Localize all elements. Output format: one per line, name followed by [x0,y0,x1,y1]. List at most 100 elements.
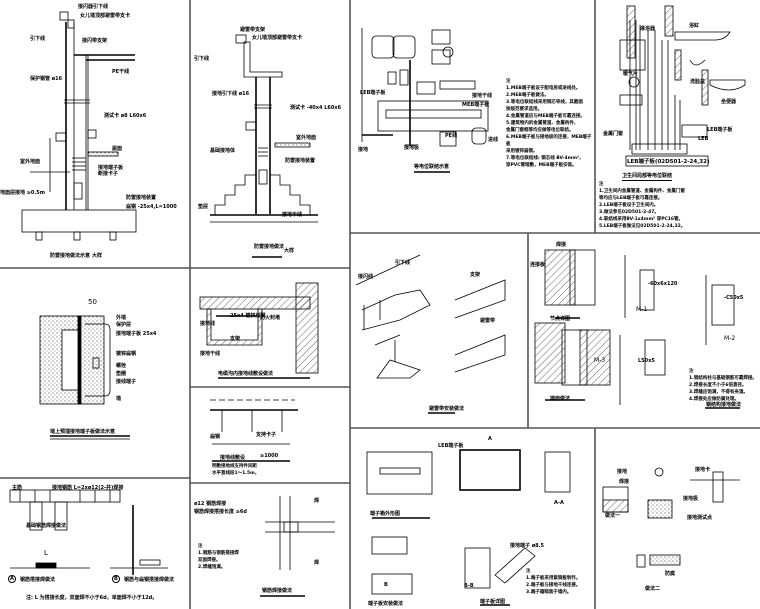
p13-label-1: 焊接 [619,479,630,485]
p5-label-6: 接线端子 [116,379,137,385]
panel-lightning-section-2: 避雷带支架 女儿墙顶部避雷带支卡 引下线 接地引下线 ø16 测试卡 -40x4… [190,0,350,268]
p1-label-10: 断接卡子 [98,171,119,177]
p12-label-6: 接地端子 ø8.5 [510,543,545,549]
p9-label-3: M-2 [724,335,736,342]
p11-label-1: 钢筋焊接搭接长度 ≥6d [194,509,247,515]
panel-equipotential-bonding: 接地 MEB端子板 LEB端子板 PE线 进线 接地干线 接地极 等电位联结示意… [350,0,595,233]
p1-label-9: 室外地面 [20,159,41,165]
p5-label-2: 接地端子板 25x4 [116,331,157,337]
p10-caption-top: 基础钢筋焊接做法 [26,523,67,529]
p10-dim-l: L [44,549,48,557]
p2-label-0: 避雷带支架 [240,27,266,33]
panel-rebar-details: 主筋 接地钢筋 L=2xø12(2-并)焊接 基础钢筋焊接做法 L A 钢筋搭接… [0,478,190,609]
p12-notes: 注 1.端子板采用紫铜板制作。 2.端子板与接地干线连接。 3.端子箱暗装于墙内… [526,568,580,596]
p1-label-11: 地面层接地 ≥0.5m [0,190,45,196]
panel-lightning-rod: 接闪线 引下线 支架 避雷带 避雷带安装做法 [350,233,528,428]
p10-detail-b: 钢筋与扁钢搭接焊做法 [124,577,175,583]
p6-title: 电缆沟内接地线敷设做法 [218,371,274,377]
p12-note-1: 2.端子板与接地干线连接。 [526,583,581,588]
p3-note-6: 金属门窗框等均应做等电位联结。 [506,128,574,133]
p3-note-3: 按规范要求选用。 [506,107,542,112]
p2-label-9: 接地干线 [282,212,303,218]
p13-label-0: 接地 [617,469,628,475]
p2-label-3: 接地引下线 ø16 [212,91,250,97]
p8-title: 避雷带安装做法 [429,406,465,412]
panel-terminal-plate: 50 外墙 保护层 接地端子板 25x4 镀锌扁钢 螺栓 垫圈 接线端子 墙 墙… [0,268,190,478]
p1-label-8: 接地端子板 [98,165,124,171]
p13-title-1: 做法二 [645,586,661,592]
p7-note-0: 明敷接地线支持件间距 [212,464,257,469]
p1-label-14: 扁钢 -25x4,L=1000 [126,204,177,210]
p3-note-8: 采用镀锌扁钢。 [506,149,538,154]
p10-detail-b-marker: B [112,575,120,583]
panel-test-points: 接地 焊接 接地卡 接地极 防腐 做法一 做法二 接地测试点 [595,428,760,609]
p9-title: 钢结构接地做法 [706,402,742,408]
p9-note-2: 3.焊缝应饱满，不得有夹渣。 [689,390,748,395]
p9-note-3: 4.焊接处应做防腐处理。 [689,397,739,402]
p1-scale: 大样 [92,253,103,259]
p9-caption-1: 墙面做法 [550,396,571,402]
p11-label-0: ø12 钢筋焊接 [194,501,227,507]
p10-rebar-details [9,489,168,575]
p4-label-8: LEB端子板 [707,127,733,133]
p5-label-3: 镀锌扁钢 [116,351,137,357]
p8-label-1: 引下线 [395,260,411,266]
p6-label-0: 接地线 [200,321,216,327]
p3-label-6: 接地干线 [472,93,493,99]
p9-steel-connection [534,249,740,409]
p3-note-4: 4.金属管道应与MEB端子板可靠连接。 [506,114,585,119]
p12-label-0: LEB端子板 [438,443,464,449]
p12-note-0: 1.端子板采用紫铜板制作。 [526,576,581,581]
p11-title: 钢筋焊接做法 [262,588,293,594]
p5-label-0: 外墙 [116,315,127,321]
p10-detail-a-marker: A [8,575,16,583]
p13-test-points [602,467,740,568]
p10-label-0: 主筋 [12,485,23,491]
p12-label-3: B [384,582,388,588]
p13-label-2: 接地卡 [695,467,711,473]
p4-label-3: 暖气片 [623,71,639,77]
p6-label-4: 接地干线 [200,351,221,357]
p1-label-5: PE干线 [112,69,130,75]
p7-label-0: 支持卡子 [256,432,277,438]
p4-notes-title: 注 [599,182,604,187]
p9-label-5: -60x6x120 [648,281,678,287]
p4-notes: 注 1.卫生间内金属管道、金属构件、金属门窗 等均应与LEB端子板可靠连接。 2… [599,181,759,230]
p4-label-4: 洗脸盆 [690,79,706,85]
p8-label-2: 支架 [470,272,481,278]
panel-cable-trench: 接地线 -25x4 镀锌扁钢 支架 防火封堵 接地干线 电缆沟内接地线敷设做法 [190,268,350,387]
p9-label-0: 连接板 [530,262,546,268]
p4-note-4: 4.联结线采用BV-1x4mm² 穿PC16管。 [599,217,684,222]
p8-label-0: 接闪线 [358,274,374,280]
p5-label-5: 垫圈 [116,371,127,377]
p6-label-1: -25x4 镀锌扁钢 [228,313,266,319]
p3-label-1: MEB端子板 [462,102,490,108]
p10-label-1: 接地钢筋 L=2xø12(2-并)焊接 [52,485,124,491]
p3-note-5: 5.建筑物内的金属管道、金属构件、 [506,121,579,126]
p2-scale: 大样 [284,248,295,254]
panel-lightning-section-1: 接闪器引下线 女儿墙顶部避雷带支卡 引下线 接闪带支架 保护钢管 ø16 PE干… [0,0,190,268]
p3-note-9: 7.等电位联结线: 铜芯线 BV-4mm²， [506,156,584,161]
p4-box-label: LEB端子板(02D501-2-24,32) [627,159,710,165]
p3-label-7: 接地极 [404,145,420,151]
p9-note-0: 1.钢结构柱与基础钢筋可靠焊接。 [689,376,757,381]
p3-label-2: LEB端子板 [360,90,386,96]
panel-rebar-weld: ø12 钢筋焊接 钢筋焊接搭接长度 ≥6d 焊 焊 注 1.钢筋与钢筋搭接焊 双… [190,483,350,609]
p3-note-1: 2.MEB端子板做法。 [506,93,549,98]
p3-notes: 注 1.MEB端子板设于配电房或进线处。 2.MEB端子板做法。 3.等电位联结… [506,78,594,169]
p9-label-2: M-1 [636,306,648,313]
p7-title: 接地线敷设 [220,455,246,461]
p4-label-6: 坐便器 [721,99,737,105]
p3-note-2: 3.等电位联结线采用铜芯导线，其截面 [506,100,583,105]
p9-label-4: M-3 [594,357,606,364]
p5-dim: 50 [88,298,97,306]
p11-notes-title: 注 [198,544,203,549]
p7-notes: 明敷接地线支持件间距 水平直线段1～1.5m， [212,463,259,477]
p8-rod-isometric [355,254,506,414]
panel-steel-connection: 连接板 焊接 M-1 M-2 M-3 -60x6x120 L50x5 -C50x… [528,233,760,428]
p5-label-7: 墙 [116,396,122,402]
p11-label-2: 焊 [314,498,320,504]
p3-note-0: 1.MEB端子板设于配电房或进线处。 [506,86,581,91]
